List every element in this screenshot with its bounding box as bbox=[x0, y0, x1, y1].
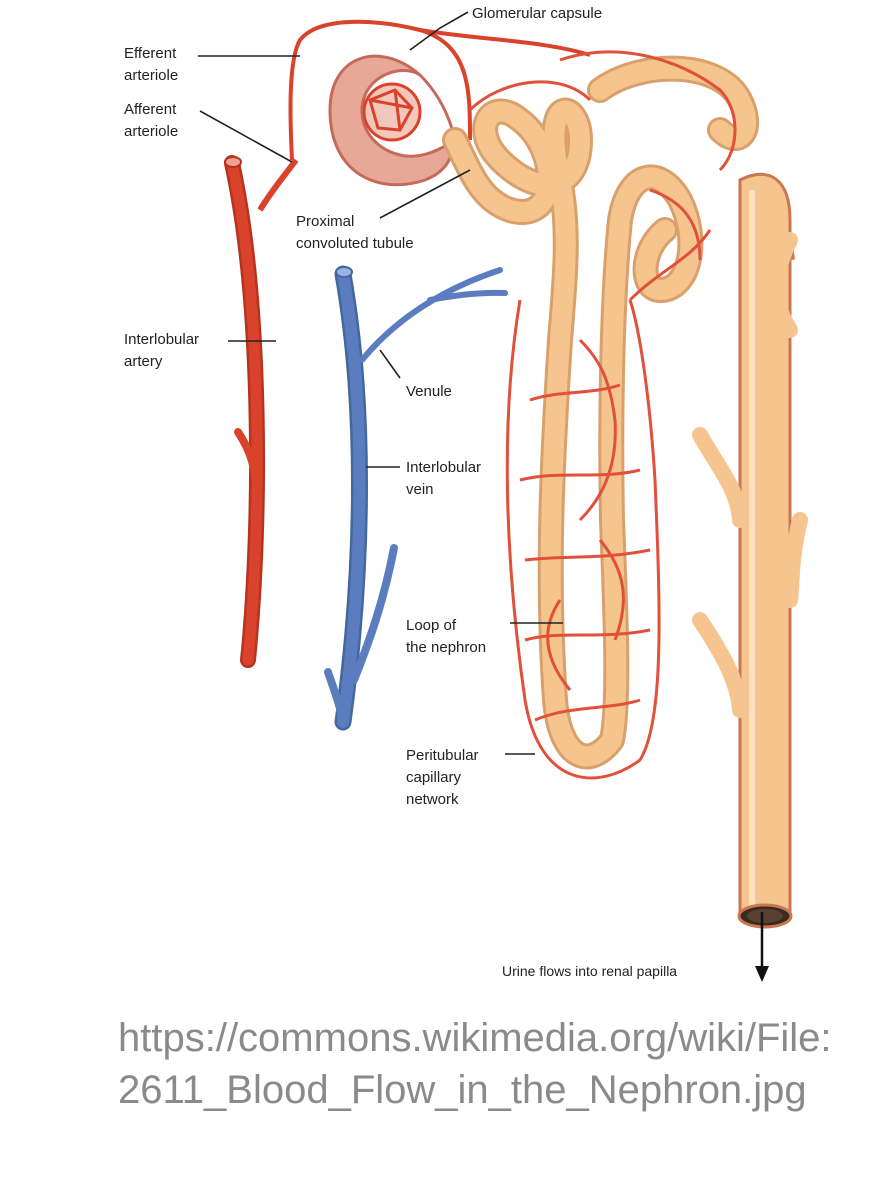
label-leader-lines bbox=[198, 11, 563, 755]
label-urine-flow: Urine flows into renal papilla bbox=[502, 963, 677, 979]
venule bbox=[359, 267, 508, 363]
label-interlobular-vein: Interlobular vein bbox=[406, 459, 485, 498]
glomerular-capsule bbox=[328, 54, 457, 187]
interlobular-vein bbox=[324, 265, 398, 731]
renal-tubule bbox=[442, 55, 760, 770]
label-peritubular-capillary-network: Peritubular capillary network bbox=[406, 747, 483, 808]
diagram-labels: Glomerular capsule Efferent arteriole Af… bbox=[124, 5, 677, 979]
label-glomerular-capsule: Glomerular capsule bbox=[472, 5, 602, 22]
label-venule: Venule bbox=[406, 383, 452, 400]
urine-flow-arrow bbox=[755, 912, 769, 982]
interlobular-artery bbox=[224, 155, 299, 668]
collecting-duct bbox=[692, 172, 808, 929]
label-loop-of-nephron: Loop of the nephron bbox=[406, 617, 486, 656]
label-efferent-arteriole: Efferent arteriole bbox=[124, 45, 180, 84]
label-afferent-arteriole: Afferent arteriole bbox=[124, 101, 180, 140]
peritubular-capillary-network bbox=[468, 50, 737, 780]
label-proximal-convoluted-tubule: Proximal convoluted tubule bbox=[296, 213, 414, 252]
label-interlobular-artery: Interlobular artery bbox=[124, 331, 203, 370]
source-url[interactable]: https://commons.wikimedia.org/wiki/File:… bbox=[118, 1016, 832, 1112]
arterioles bbox=[288, 19, 591, 161]
nephron-blood-flow-diagram: Glomerular capsule Efferent arteriole Af… bbox=[124, 5, 808, 982]
